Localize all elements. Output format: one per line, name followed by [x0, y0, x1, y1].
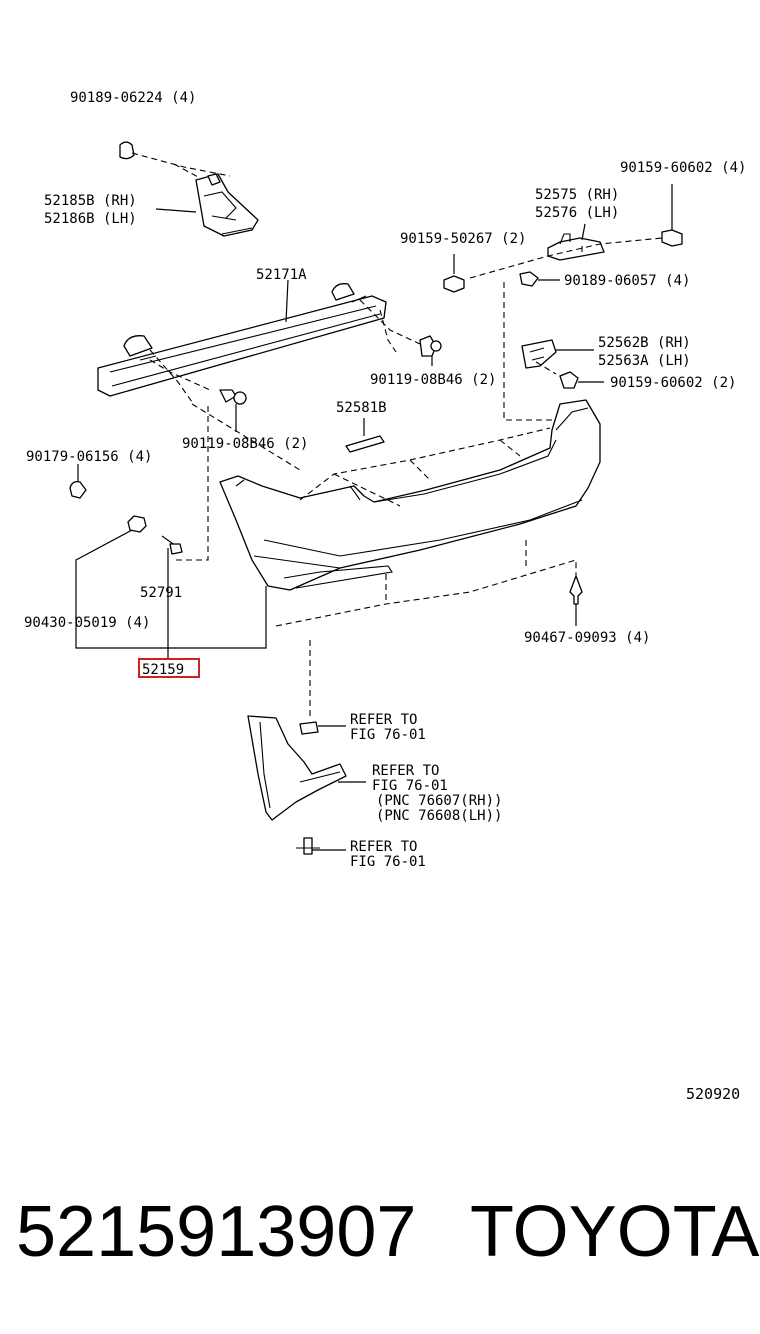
label-52186b: 52186B (LH): [44, 211, 137, 227]
label-90189-06057: 90189-06057 (4): [564, 273, 690, 289]
label-refer1-line2: FIG 76-01: [350, 727, 426, 743]
mudflap: [247, 715, 347, 855]
label-90467-09093: 90467-09093 (4): [524, 630, 650, 646]
label-52563a: 52563A (LH): [598, 353, 691, 369]
brand-name: TOYOTA: [470, 1192, 759, 1272]
bracket-52562b: [521, 339, 557, 369]
plug-90179-06156: [69, 480, 87, 499]
spacer-52581b: [345, 435, 385, 453]
part-number: 5215913907: [16, 1192, 416, 1272]
label-90159-60602-top: 90159-60602 (4): [620, 160, 746, 176]
label-90179-06156: 90179-06156 (4): [26, 449, 152, 465]
bolt-90119-right: [419, 335, 442, 357]
bracket-52575: [547, 233, 605, 261]
label-refer2-line2: FIG 76-01: [372, 778, 448, 794]
label-52159: 52159: [142, 662, 184, 678]
label-refer2-line3: (PNC 76607(RH)): [376, 793, 502, 809]
label-90430-05019: 90430-05019 (4): [24, 615, 150, 631]
label-52185b: 52185B (RH): [44, 193, 137, 209]
figure-code: 520920: [686, 1085, 740, 1103]
label-90159-60602-mid: 90159-60602 (2): [610, 375, 736, 391]
label-52576: 52576 (LH): [535, 205, 619, 221]
bracket-52185b: [119, 141, 259, 237]
bolt-90159-60602-top: [661, 229, 683, 247]
label-52581b: 52581B: [336, 400, 387, 416]
label-refer3-line2: FIG 76-01: [350, 854, 426, 870]
label-52791: 52791: [140, 585, 182, 601]
bumper-cover-52159: [219, 399, 601, 591]
label-52171a: 52171A: [256, 267, 307, 283]
label-52575: 52575 (RH): [535, 187, 619, 203]
label-90159-50267: 90159-50267 (2): [400, 231, 526, 247]
bolt-90159-60602-mid: [559, 371, 579, 389]
label-refer1-line1: REFER TO: [350, 712, 417, 728]
nut-90430-05019: [127, 515, 147, 533]
nut-90159-50267: [443, 275, 465, 293]
label-refer2-line4: (PNC 76608(LH)): [376, 808, 502, 824]
label-90119-08b46-left: 90119-08B46 (2): [182, 436, 308, 452]
bolt-90119-left: [219, 389, 247, 405]
highlight-box-52159: [138, 658, 200, 678]
label-52562b: 52562B (RH): [598, 335, 691, 351]
label-refer2-line1: REFER TO: [372, 763, 439, 779]
label-90119-08b46-right: 90119-08B46 (2): [370, 372, 496, 388]
reinforcement-52171a: [97, 283, 387, 397]
label-90189-06224: 90189-06224 (4): [70, 90, 196, 106]
screw-52791: [161, 535, 183, 555]
clip-90189-06057: [519, 271, 539, 287]
clip-90467-09093: [569, 575, 583, 605]
label-refer3-line1: REFER TO: [350, 839, 417, 855]
